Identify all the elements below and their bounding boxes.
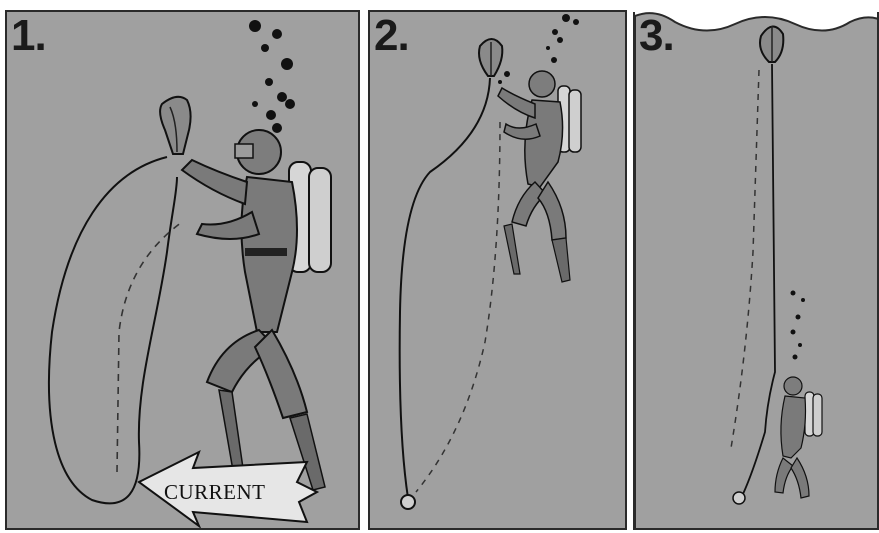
lift-bag-2 [479, 39, 502, 76]
reel-line-1 [49, 157, 177, 503]
diver-1 [182, 130, 331, 490]
current-arrow-label: CURRENT [164, 480, 266, 505]
panel-2-illustration [370, 12, 627, 530]
diver-2 [498, 71, 581, 282]
bubbles-1 [249, 20, 295, 133]
water-surface-3 [635, 13, 879, 530]
anchor-point-2 [401, 495, 415, 509]
lift-bag-3 [760, 26, 783, 62]
anchor-point-3 [733, 492, 745, 504]
panel-step-2: 2. [368, 10, 627, 530]
panel-step-1: 1. [5, 10, 360, 530]
lift-bag-1 [160, 97, 191, 154]
panel-step-3: 3. [633, 12, 879, 530]
reel-line-2 [400, 78, 490, 498]
dashed-path-2 [416, 122, 500, 492]
step-number-3: 3. [639, 14, 674, 58]
panel-3-illustration [635, 12, 879, 530]
panel-1-illustration [7, 12, 360, 530]
